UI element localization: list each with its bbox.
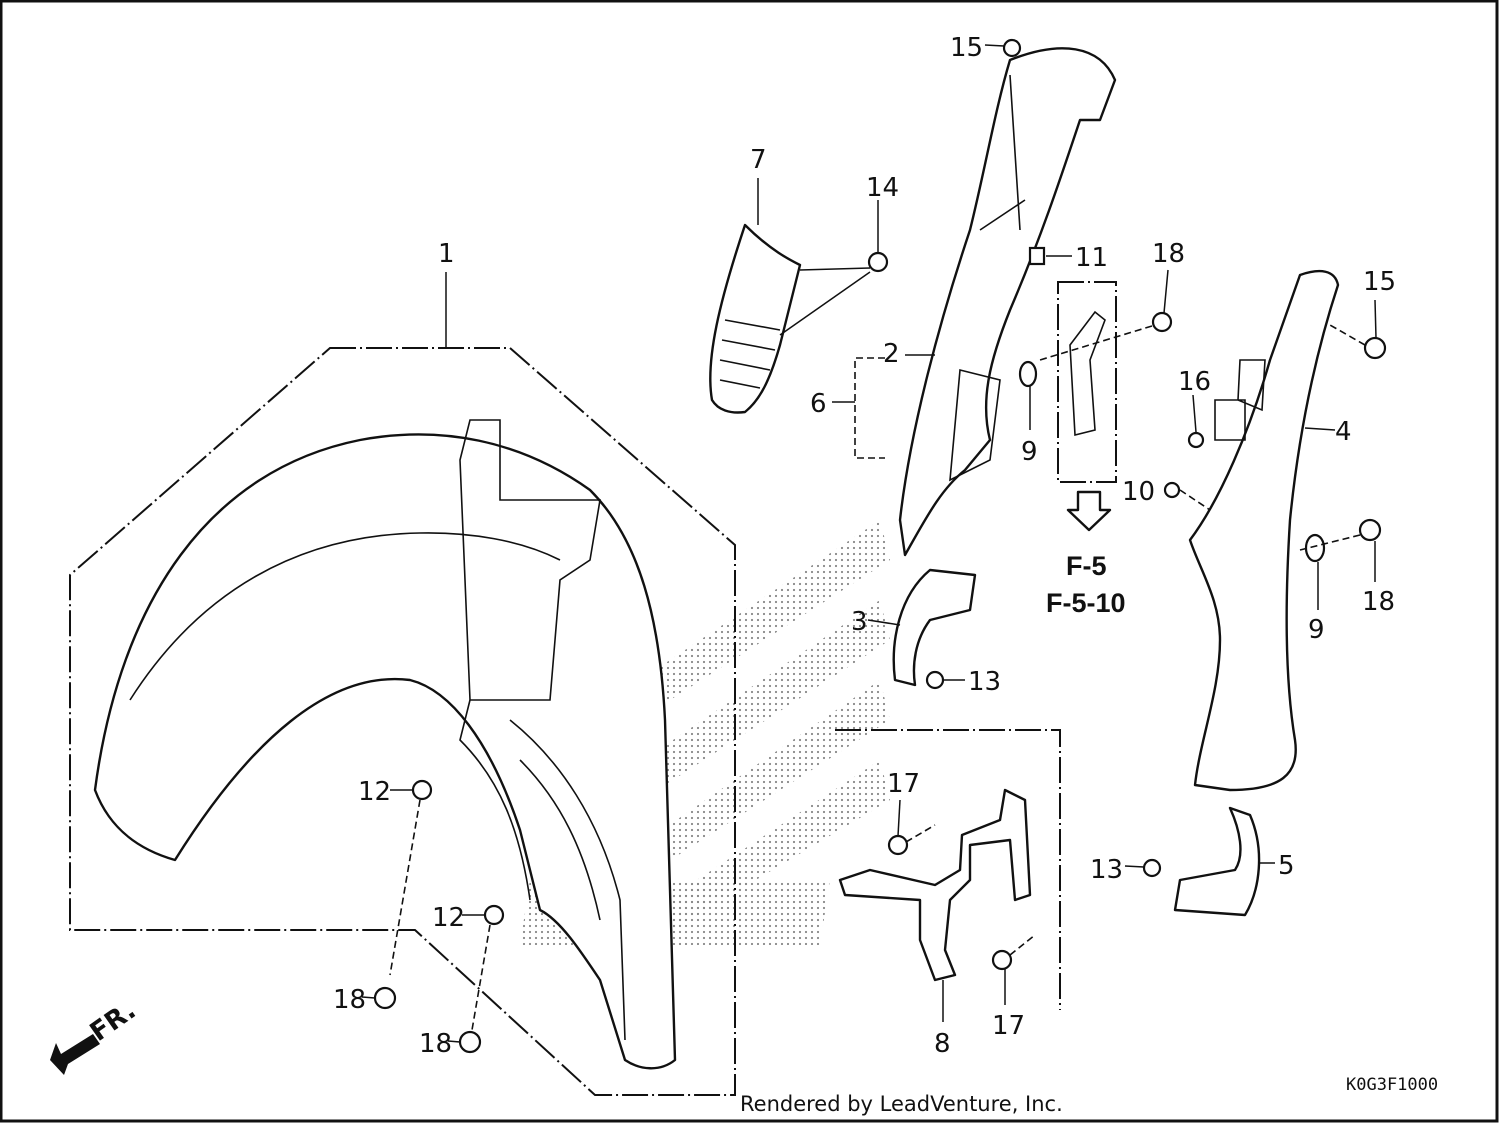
ref-box xyxy=(1057,281,1117,483)
hardware xyxy=(361,38,1387,1054)
callout-12-upper: 12 xyxy=(358,777,391,807)
callout-16: 16 xyxy=(1178,367,1211,397)
part-5-clip xyxy=(1173,806,1261,917)
callout-15-right: 15 xyxy=(1363,267,1396,297)
front-fender xyxy=(93,419,677,1070)
assembly-frame-1 xyxy=(69,347,736,1096)
part-2-leg-shield xyxy=(898,47,1117,557)
callout-3: 3 xyxy=(851,607,868,637)
callout-9-right: 9 xyxy=(1308,615,1325,645)
callout-2: 2 xyxy=(883,339,900,369)
part-4-cover xyxy=(1188,269,1340,792)
callout-13-right: 13 xyxy=(1090,855,1123,885)
part-8-bracket xyxy=(838,788,1032,1022)
callout-8: 8 xyxy=(934,1029,951,1059)
ref-arrow xyxy=(1066,490,1112,532)
callout-18-top: 18 xyxy=(1152,239,1185,269)
callout-17-top: 17 xyxy=(887,769,920,799)
callout-4: 4 xyxy=(1335,417,1352,447)
callout-5: 5 xyxy=(1278,851,1295,881)
footer-credit: Rendered by LeadVenture, Inc. xyxy=(740,1092,1063,1116)
reference-f5-10: F-5-10 xyxy=(1046,588,1126,618)
callout-1: 1 xyxy=(438,239,455,269)
diagram-code: K0G3F1000 xyxy=(1346,1075,1439,1095)
callout-11: 11 xyxy=(1075,243,1108,273)
callout-15-top: 15 xyxy=(950,33,983,63)
front-direction-arrow: FR. xyxy=(50,996,141,1075)
callout-12-lower: 12 xyxy=(432,903,465,933)
bracket-frame xyxy=(835,729,1061,1010)
callout-18-bottom: 18 xyxy=(419,1029,452,1059)
callout-13-middle: 13 xyxy=(968,667,1001,697)
callout-14: 14 xyxy=(866,173,899,203)
callout-labels: 1 2 3 4 5 6 7 8 9 9 10 11 12 12 13 13 14… xyxy=(333,33,1396,1059)
callout-6: 6 xyxy=(810,389,827,419)
callout-10: 10 xyxy=(1122,477,1155,507)
reference-f5: F-5 xyxy=(1066,551,1107,581)
callout-9-left: 9 xyxy=(1021,437,1038,467)
callout-7: 7 xyxy=(750,145,767,175)
callout-18-left: 18 xyxy=(333,985,366,1015)
callout-18-right: 18 xyxy=(1362,587,1395,617)
callout-17-bottom: 17 xyxy=(992,1011,1025,1041)
part-3-clip xyxy=(892,568,977,687)
part-7-emblem xyxy=(709,178,871,414)
